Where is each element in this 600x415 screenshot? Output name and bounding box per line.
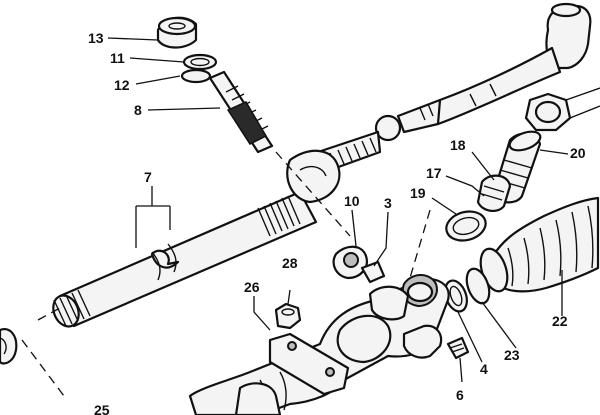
callout-6: 6	[456, 387, 464, 403]
support-yoke	[332, 245, 386, 284]
pinion-shaft	[208, 70, 274, 154]
rack-housing	[188, 274, 450, 415]
axis-line-left	[37, 307, 61, 321]
pinion-cap	[156, 16, 198, 49]
screw-6	[446, 336, 470, 360]
leader-6	[459, 357, 463, 383]
callout-23: 23	[504, 347, 520, 363]
o-ring-upper	[180, 68, 212, 84]
leader-3	[373, 211, 389, 267]
leader-20	[539, 149, 569, 155]
callout-11: 11	[110, 50, 125, 66]
leader-7	[135, 186, 171, 248]
pinion-housing-upper	[286, 149, 341, 204]
leader-10	[351, 209, 357, 247]
left-edge-washer	[0, 328, 18, 365]
leader-23	[481, 301, 517, 349]
leader-11	[129, 57, 185, 63]
callout-25: 25	[94, 402, 110, 415]
seal-ring-19	[445, 210, 487, 242]
callout-7: 7	[144, 169, 152, 185]
axis-line-adjuster	[409, 209, 431, 279]
callout-28: 28	[282, 255, 298, 271]
leader-18	[471, 151, 495, 181]
o-ring-23	[465, 267, 491, 305]
callout-20: 20	[570, 145, 586, 161]
callout-13: 13	[88, 30, 104, 46]
callout-4: 4	[480, 361, 488, 377]
leader-13	[107, 37, 159, 41]
seal-ring	[182, 53, 218, 71]
leader-12	[135, 75, 181, 85]
nut-28	[274, 289, 302, 330]
callout-17: 17	[426, 165, 442, 181]
leader-4	[457, 311, 483, 363]
mounting-bracket	[268, 332, 350, 396]
callout-19: 19	[410, 185, 426, 201]
callout-12: 12	[114, 77, 130, 93]
leader-17	[445, 175, 485, 197]
rack-bar	[52, 190, 318, 328]
tie-rod-end	[374, 2, 592, 142]
callout-26: 26	[244, 279, 260, 295]
callout-10: 10	[344, 193, 360, 209]
adjuster-spring	[476, 174, 512, 212]
lock-nut	[524, 87, 600, 132]
rack-boot	[479, 196, 600, 293]
axis-line-bottom	[21, 339, 65, 397]
callout-3: 3	[384, 195, 392, 211]
callout-8: 8	[134, 102, 142, 118]
leader-26	[253, 296, 271, 331]
callout-18: 18	[450, 137, 466, 153]
leader-19	[431, 197, 457, 215]
axis-line-pinion	[275, 151, 351, 237]
callout-22: 22	[552, 313, 568, 329]
leader-8	[147, 107, 221, 111]
